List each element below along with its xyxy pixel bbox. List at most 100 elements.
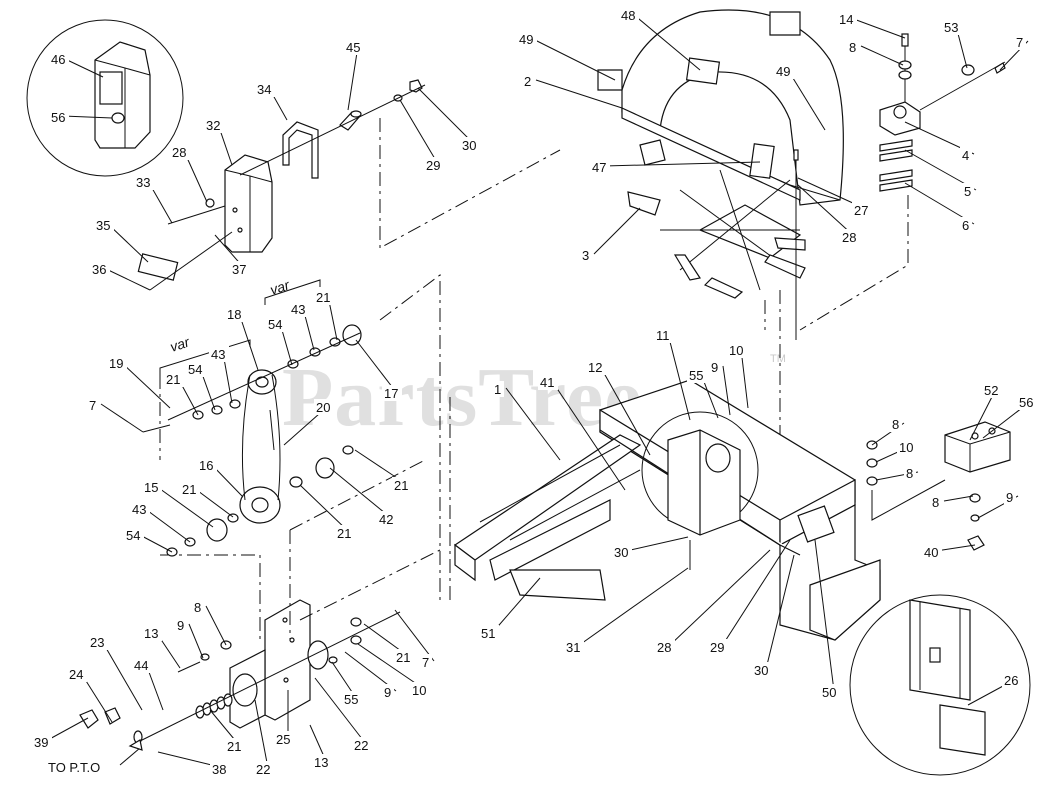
callout-bg-c5	[962, 183, 974, 199]
leader-c17	[355, 339, 397, 393]
callout-label-c44: 44	[134, 658, 148, 673]
callout-label-c55b: 55	[689, 368, 703, 383]
leader-c11	[667, 333, 691, 421]
leader-c49b	[787, 69, 826, 131]
callout-bg-c28a	[170, 144, 190, 160]
callout-bg-c8c	[890, 416, 902, 432]
pto-label: TO P.T.O	[48, 760, 100, 775]
leader-c21e	[299, 484, 350, 533]
leader-c35	[107, 223, 149, 263]
callout-bg-c8b	[847, 39, 859, 55]
callout-bg-c22a	[254, 761, 274, 777]
callout-bg-c4	[960, 147, 972, 163]
callout-label-c14: 14	[839, 12, 853, 27]
callout-bg-c56a	[49, 109, 69, 125]
callout-bg-c36	[90, 261, 110, 277]
callout-label-c10c: 10	[899, 440, 913, 455]
callout-label-c10b: 10	[729, 343, 743, 358]
callout-bg-c21a	[314, 289, 334, 305]
callout-bg-c56b	[1017, 394, 1037, 410]
callout-label-c35: 35	[96, 218, 110, 233]
callout-label-c43b: 43	[211, 347, 225, 362]
callout-bg-c32	[204, 117, 224, 133]
callout-label-c41: 41	[540, 375, 554, 390]
callout-label-c52: 52	[984, 383, 998, 398]
callout-bg-c7c	[1014, 34, 1026, 50]
callout-bg-c52	[982, 382, 1002, 398]
callout-bg-c10c	[897, 439, 917, 455]
callout-bg-c10a	[410, 682, 430, 698]
callout-bg-c21g	[394, 649, 414, 665]
leader-c28c	[668, 549, 771, 647]
callout-label-c30c: 30	[754, 663, 768, 678]
leader-c23	[101, 640, 143, 711]
leader-c30b	[625, 536, 689, 552]
callout-bg-c15	[142, 479, 162, 495]
leader-c2	[535, 79, 623, 109]
callout-bg-c9a	[175, 617, 187, 633]
callout-bg-c54b	[186, 361, 206, 377]
callout-label-c20: 20	[316, 400, 330, 415]
callout-bg-c23	[88, 634, 108, 650]
leader-c7b	[394, 609, 435, 662]
callout-label-c17: 17	[384, 386, 398, 401]
fan-impeller	[627, 139, 806, 299]
guard-32	[224, 154, 273, 253]
callout-bg-c50	[820, 684, 840, 700]
leader-c36	[103, 267, 151, 291]
callout-bg-c3	[580, 247, 592, 263]
callout-label-c21f: 21	[227, 739, 241, 754]
callout-bg-c54c	[124, 527, 144, 543]
callout-label-c38: 38	[212, 762, 226, 777]
callout-bg-c16	[197, 457, 217, 473]
callout-bg-c48	[619, 7, 639, 23]
leader-c28b	[797, 184, 855, 237]
callout-label-c1: 1	[494, 382, 501, 397]
callout-bg-c43c	[130, 501, 150, 517]
callout-bg-c20	[314, 399, 334, 415]
callout-bg-c34	[255, 81, 275, 97]
callout-label-c18: 18	[227, 307, 241, 322]
callout-bg-c27	[852, 202, 872, 218]
callout-label-c34: 34	[257, 82, 271, 97]
leader-c49a	[530, 37, 616, 81]
callout-label-c54b: 54	[188, 362, 202, 377]
callout-label-c21a: 21	[316, 290, 330, 305]
callout-bg-c45	[344, 39, 364, 55]
leader-c8e	[943, 495, 974, 502]
callout-label-c54a: 54	[268, 317, 282, 332]
callout-label-c28a: 28	[172, 145, 186, 160]
callout-label-c12: 12	[588, 360, 602, 375]
leader-c48	[632, 13, 701, 71]
callout-label-c9c: 9	[711, 360, 718, 375]
callout-bg-c17	[382, 385, 402, 401]
callout-bg-c42	[377, 511, 397, 527]
callout-label-c4: 4	[962, 148, 969, 163]
callout-bg-c8a	[192, 599, 204, 615]
callout-label-c3: 3	[582, 248, 589, 263]
callout-label-c54c: 54	[126, 528, 140, 543]
callout-bg-c40	[922, 544, 942, 560]
callout-bg-c7b	[420, 654, 432, 670]
callout-label-c49b: 49	[776, 64, 790, 79]
leader-c7a	[100, 403, 144, 433]
callout-bg-c43b	[209, 346, 229, 362]
leader-c8a	[205, 605, 227, 646]
callout-bg-c33	[134, 174, 154, 190]
callout-label-c19: 19	[109, 356, 123, 371]
callout-label-c23: 23	[90, 635, 104, 650]
callout-label-c26: 26	[1004, 673, 1018, 688]
callout-bg-c35	[94, 217, 114, 233]
callout-bg-c19	[107, 355, 127, 371]
leader-c22a	[254, 699, 269, 769]
callout-label-c27: 27	[854, 203, 868, 218]
callout-label-c24: 24	[69, 667, 83, 682]
callout-bg-c49b	[774, 63, 794, 79]
callout-bg-c6	[960, 217, 972, 233]
var-label-right: var	[268, 276, 293, 298]
callout-label-c13a: 13	[144, 626, 158, 641]
fan-housing	[597, 9, 844, 206]
callout-label-c46: 46	[51, 52, 65, 67]
leader-c1	[505, 387, 561, 461]
leader-c29b	[721, 539, 791, 647]
